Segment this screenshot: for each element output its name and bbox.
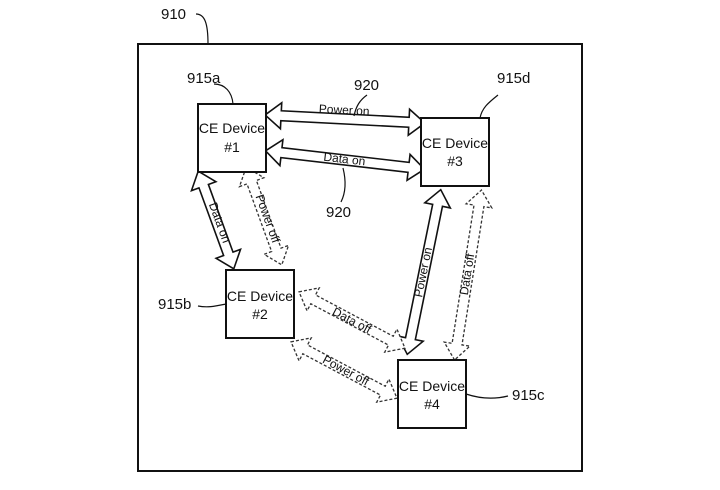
label-1-2-power-off: Power off	[253, 193, 284, 246]
device-3: CE Device #3	[420, 117, 490, 187]
label-1-3-data-on: Data on	[323, 150, 366, 169]
device-4-name: CE Device	[399, 378, 465, 394]
leader-915a	[213, 83, 234, 105]
device-4: CE Device #4	[397, 359, 467, 429]
device-2-name: CE Device	[227, 288, 293, 304]
device-3-num: #3	[447, 153, 463, 169]
leader-915b	[197, 303, 227, 308]
arrow-1-2-power-off	[238, 166, 290, 266]
leader-915d	[479, 94, 499, 119]
ref-920-bottom: 920	[326, 204, 351, 221]
arrow-2-4-power-off	[290, 336, 398, 404]
ref-920-top: 920	[354, 77, 379, 94]
device-1-name: CE Device	[199, 120, 265, 136]
arrow-1-2-data-on	[190, 169, 242, 271]
ref-915a: 915a	[187, 70, 221, 87]
ref-915d: 915d	[497, 70, 530, 87]
arrow-2-4-data-off	[298, 286, 406, 354]
leader-920-top	[353, 94, 368, 117]
label-2-4-power-off: Power off	[320, 352, 372, 388]
leader-915c	[465, 393, 509, 399]
leader-910	[195, 13, 209, 45]
ref-910: 910	[161, 6, 186, 23]
device-3-name: CE Device	[422, 135, 488, 151]
label-1-3-power-on: Power on	[319, 102, 370, 119]
ref-915b: 915b	[158, 296, 191, 313]
device-1-num: #1	[224, 139, 240, 155]
leader-920-bottom	[340, 167, 346, 203]
ref-915c: 915c	[512, 387, 545, 404]
label-2-4-data-off: Data off	[330, 304, 374, 336]
label-1-2-data-on: Data on	[206, 200, 234, 244]
label-3-4-power-on: Power on	[411, 246, 435, 298]
device-1: CE Device #1	[197, 103, 267, 173]
system-frame	[137, 43, 583, 472]
device-2-num: #2	[252, 306, 268, 322]
arrow-3-4-data-off	[442, 189, 494, 361]
arrow-3-4-power-on	[396, 188, 452, 356]
device-2: CE Device #2	[225, 269, 295, 339]
label-3-4-data-off: Data off	[457, 252, 477, 296]
device-4-num: #4	[424, 396, 440, 412]
